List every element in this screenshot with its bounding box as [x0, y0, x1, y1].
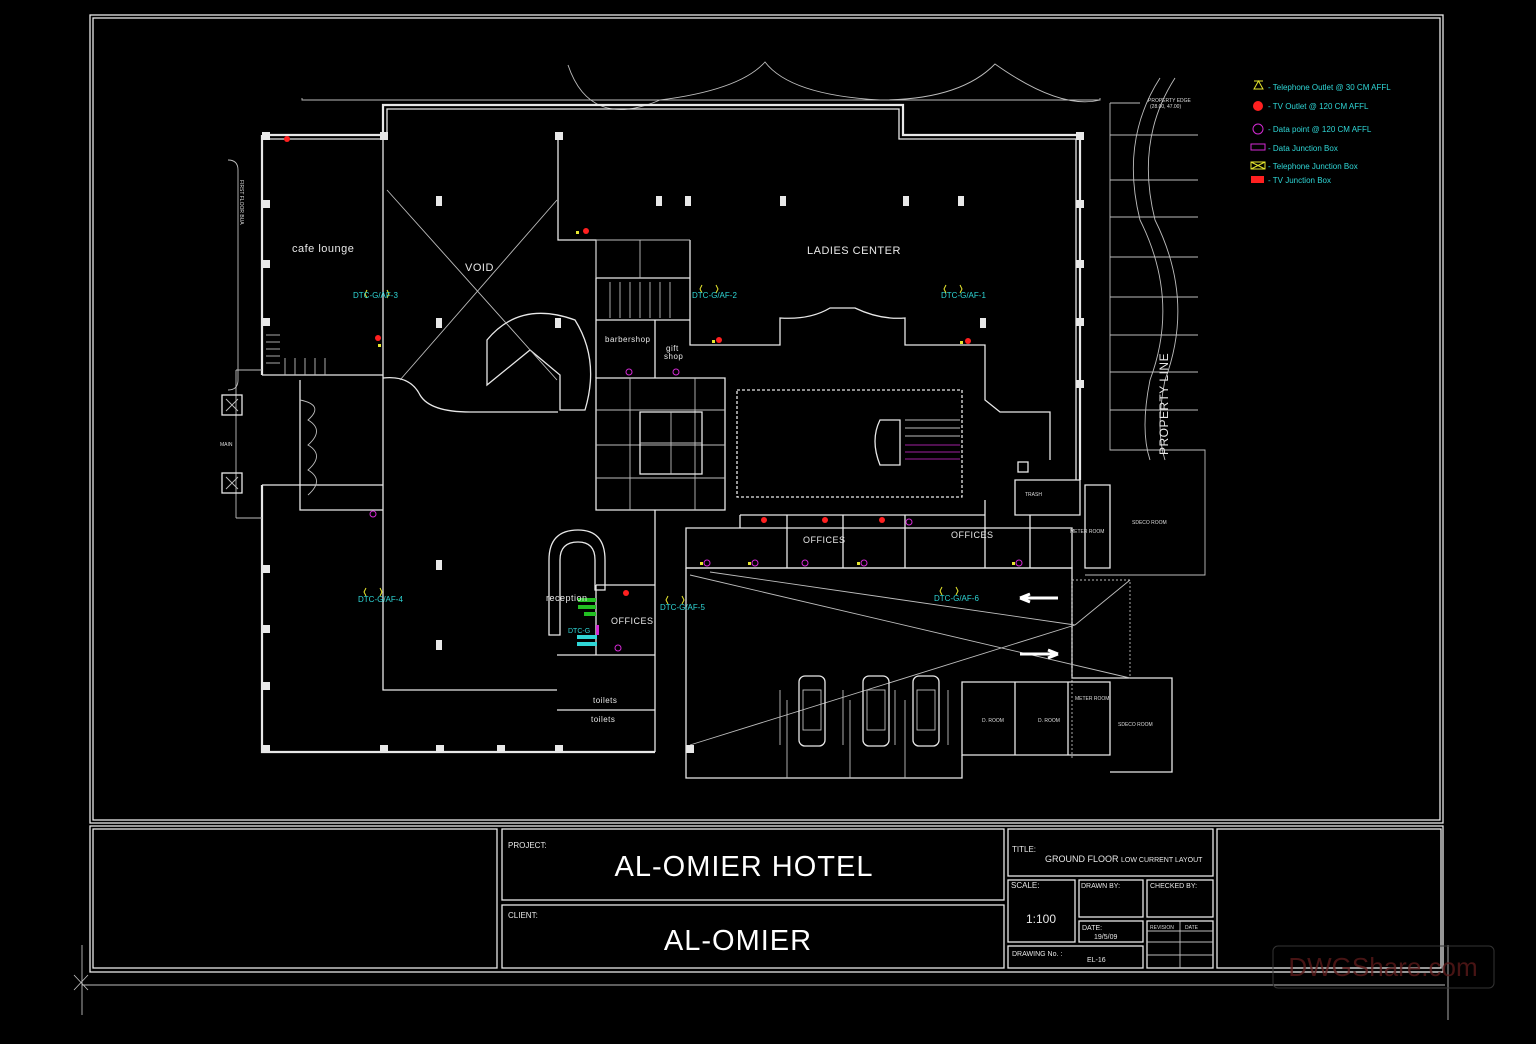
site-lines: PROPERTY EDGE (28.00, 47.00) PROPERTY LI…: [227, 61, 1206, 576]
room-cafe-lounge: cafe lounge: [292, 243, 354, 255]
property-edge-label: PROPERTY EDGE: [1148, 98, 1192, 104]
structural-columns: [262, 132, 1084, 753]
client-label: CLIENT:: [508, 911, 538, 920]
dtc-label: DTC-G/AF-2: [692, 291, 737, 300]
room-toilets-2: toilets: [591, 715, 615, 724]
drawing-no-value: EL-16: [1087, 957, 1106, 964]
property-edge-coords: (28.00, 47.00): [1150, 104, 1181, 110]
scale-label: SCALE:: [1011, 881, 1039, 890]
drawing-title: GROUND FLOOR LOW CURRENT LAYOUT: [1045, 854, 1203, 864]
room-gift-shop-line1: gift: [666, 344, 679, 353]
room-sdeco-2: SDECO ROOM: [1118, 722, 1153, 728]
room-sdeco-1: SDECO ROOM: [1132, 520, 1167, 526]
room-offices-1: OFFICES: [803, 535, 846, 545]
legend-telephone-junction-box: - Telephone Junction Box: [1268, 162, 1358, 171]
revision-date-label: DATE: [1185, 925, 1199, 931]
revision-label: REVISION: [1150, 925, 1174, 931]
date-label: DATE:: [1082, 925, 1102, 932]
drawing-no-label: DRAWING No. :: [1012, 951, 1062, 958]
room-toilets-1: toilets: [593, 696, 617, 705]
drawn-by-label: DRAWN BY:: [1081, 883, 1120, 890]
parked-cars: [798, 675, 940, 747]
watermark-text: DWGShare.com: [1288, 952, 1477, 982]
room-void: VOID: [465, 262, 494, 274]
room-offices-2: OFFICES: [951, 530, 994, 540]
telephone-outlet-icon: [1253, 79, 1264, 90]
legend-tv-outlet: - TV Outlet @ 120 CM AFFL: [1268, 102, 1369, 111]
dtc-label: DTC-G/AF-6: [934, 594, 979, 603]
legend-telephone-outlet: - Telephone Outlet @ 30 CM AFFL: [1268, 83, 1391, 92]
scale-value: 1:100: [1026, 912, 1056, 926]
tv-junction-box-icon: [1251, 176, 1264, 183]
room-labels: cafe lounge VOID LADIES CENTER barbersho…: [220, 243, 1167, 728]
property-line-label: PROPERTY LINE: [1157, 353, 1171, 455]
legend-tv-junction-box: - TV Junction Box: [1268, 176, 1331, 185]
title-block: PROJECT: AL-OMIER HOTEL CLIENT: AL-OMIER…: [92, 828, 1442, 969]
watermark: DWGShare.com: [1272, 945, 1495, 989]
data-point-icon: [1252, 123, 1264, 135]
room-meter-2: METER ROOM: [1075, 696, 1109, 702]
first-floor-bua-label: FIRST FLOOR BUA: [238, 180, 244, 225]
room-d-room-2: D. ROOM: [1038, 718, 1060, 724]
dtc-label: DTC-G: [568, 628, 590, 635]
project-name: AL-OMIER HOTEL: [615, 851, 874, 883]
room-gift-shop-line2: shop: [664, 352, 683, 361]
tv-outlet-icon: [1253, 101, 1263, 111]
room-reception: reception: [546, 593, 588, 603]
room-offices-3: OFFICES: [611, 616, 654, 626]
checked-by-label: CHECKED BY:: [1150, 883, 1197, 890]
dtc-label: DTC-G/AF-1: [941, 291, 986, 300]
date-value: 19/5/09: [1094, 934, 1117, 941]
room-d-room-1: D. ROOM: [982, 718, 1004, 724]
dtc-label: DTC-G/AF-3: [353, 291, 398, 300]
sheet-frame: [73, 14, 1449, 1020]
dtc-labels: DTC-G/AF-3 DTC-G/AF-2 DTC-G/AF-1 DTC-G/A…: [353, 291, 986, 635]
building-walls: [221, 103, 1173, 779]
telephone-junction-box-icon: [1250, 161, 1266, 170]
title-label: TITLE:: [1012, 845, 1036, 854]
legend-data-junction-box: - Data Junction Box: [1268, 144, 1338, 153]
dtc-label: DTC-G/AF-4: [358, 595, 403, 604]
project-label: PROJECT:: [508, 841, 547, 850]
room-trash: TRASH: [1025, 492, 1042, 498]
room-main: MAIN: [220, 442, 233, 448]
devices: [284, 136, 1023, 652]
room-meter-1: METER ROOM: [1070, 529, 1104, 535]
legend-data-point: - Data point @ 120 CM AFFL: [1268, 125, 1372, 134]
data-junction-box-icon: [1250, 143, 1266, 151]
dtc-label: DTC-G/AF-5: [660, 603, 705, 612]
room-ladies-center: LADIES CENTER: [807, 245, 901, 257]
legend: - Telephone Outlet @ 30 CM AFFL - TV Out…: [1250, 79, 1391, 185]
room-barbershop: barbershop: [605, 335, 651, 344]
client-name: AL-OMIER: [664, 925, 812, 957]
